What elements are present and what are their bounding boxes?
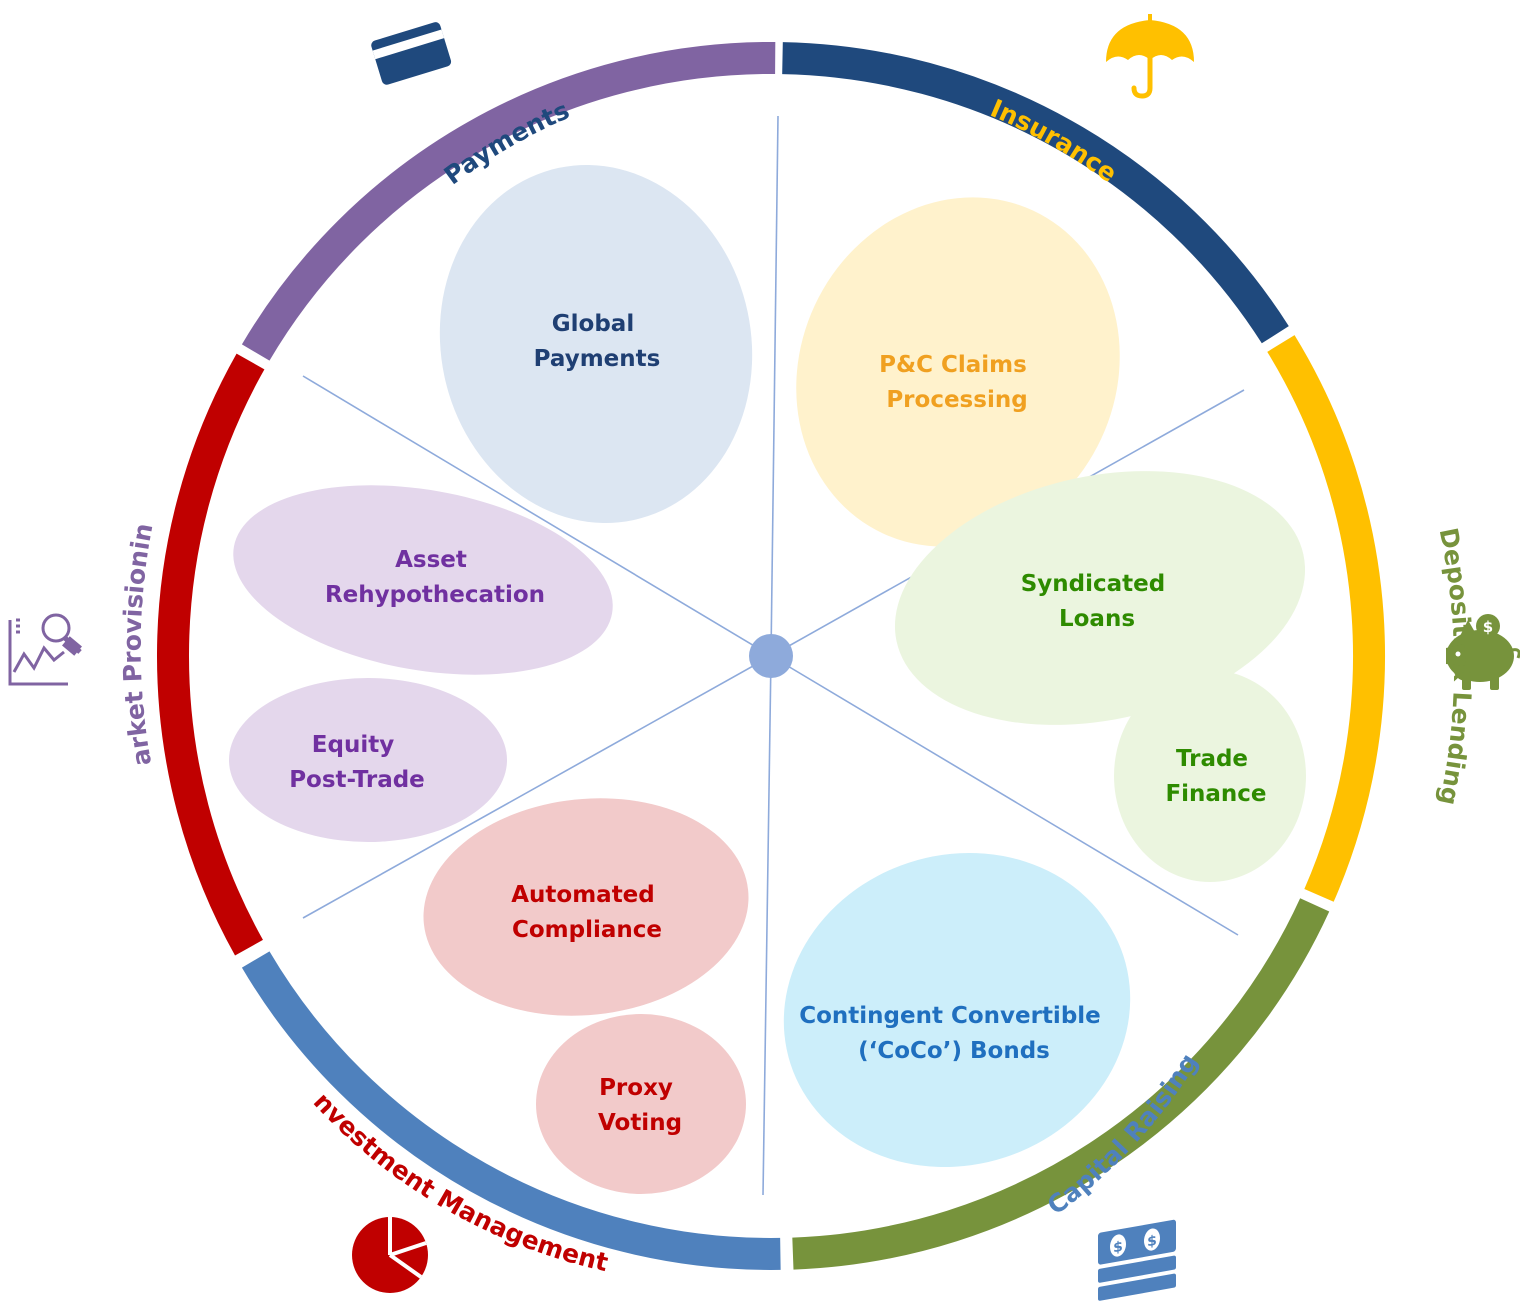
ring-segment-capital xyxy=(241,951,781,1270)
money-stack-icon: $ $ xyxy=(1098,1219,1176,1301)
label-proxy-voting: Proxy Voting xyxy=(598,1075,682,1136)
label-asset-rehypothecation: Asset Rehypothecation xyxy=(325,547,545,608)
label-trade-finance: Trade Finance xyxy=(1165,746,1266,807)
ring-segment-investment xyxy=(157,353,265,956)
bubble-equity-post-trade xyxy=(229,678,507,842)
bubble-global-payments xyxy=(439,165,753,523)
bubble-asset-rehypothecation xyxy=(233,485,613,675)
bubble-pc-claims xyxy=(796,197,1120,547)
center-hub xyxy=(749,634,793,678)
ring-segment-insurance xyxy=(1267,335,1385,902)
svg-text:$: $ xyxy=(1113,1239,1123,1257)
bubble-coco-bonds xyxy=(783,852,1131,1168)
bubble-trade-finance xyxy=(1114,670,1306,882)
label-pc-claims: P&C Claims Processing xyxy=(879,352,1035,413)
label-syndicated-loans: Syndicated Loans xyxy=(1021,571,1174,632)
label-coco-bonds: Contingent Convertible (‘CoCo’) Bonds xyxy=(799,1003,1109,1064)
spoke-upper-left xyxy=(302,375,772,657)
pie-chart-icon xyxy=(352,1217,428,1293)
credit-card-icon xyxy=(371,22,452,85)
bubble-automated-compliance xyxy=(423,798,749,1016)
label-equity-post-trade: Equity Post-Trade xyxy=(289,732,425,793)
svg-text:$: $ xyxy=(1147,1233,1157,1251)
label-global-payments: Global Payments xyxy=(534,311,661,372)
chart-magnifier-icon xyxy=(8,613,82,686)
piggy-bank-icon: $ xyxy=(1446,614,1520,690)
bubble-labels: Global Payments P&C Claims Processing Sy… xyxy=(289,311,1266,1136)
bubble-syndicated-loans xyxy=(894,471,1306,725)
spoke-lower-right xyxy=(770,655,1239,936)
spoke-bottom xyxy=(762,655,772,1196)
svg-text:$: $ xyxy=(1483,618,1493,636)
spoke-lower-left xyxy=(302,655,772,919)
bubble-proxy-voting xyxy=(536,1014,746,1194)
bubbles xyxy=(229,165,1306,1194)
spoke-top xyxy=(770,115,779,657)
ring-segment-deposits xyxy=(792,898,1330,1270)
label-automated-compliance: Automated Compliance xyxy=(511,882,663,943)
umbrella-icon xyxy=(1106,14,1194,99)
ring-segment-payments xyxy=(782,42,1289,344)
ring-segment-market xyxy=(241,41,776,361)
outer-ring xyxy=(157,41,1385,1270)
